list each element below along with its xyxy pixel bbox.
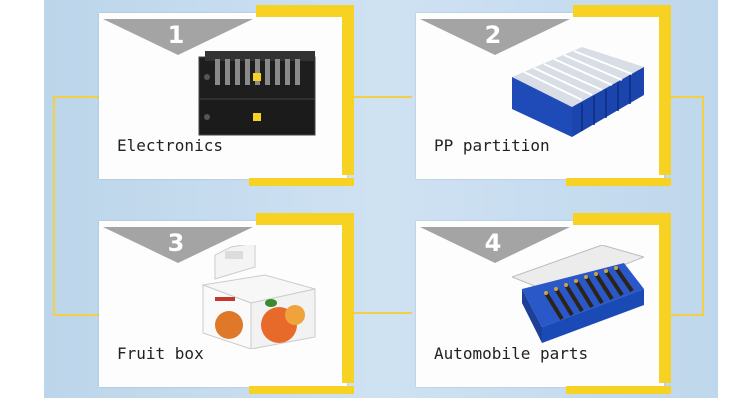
card-number: 2	[484, 21, 502, 49]
fruit-box-icon	[201, 245, 316, 349]
connector-line-right	[656, 96, 704, 316]
blue-partition-tray-icon	[512, 47, 644, 137]
number-tab-shape	[103, 227, 253, 263]
card-label: Electronics	[117, 136, 223, 155]
card-number: 3	[167, 229, 185, 257]
card-number: 1	[167, 21, 185, 49]
card-number: 4	[484, 229, 502, 257]
number-tab-shape	[420, 227, 570, 263]
black-battery-crate-icon	[198, 51, 316, 136]
number-tab-shape	[103, 19, 253, 55]
card-accent	[256, 5, 354, 175]
card-accent-bottom	[249, 178, 354, 186]
card-label: Automobile parts	[434, 344, 589, 363]
card-label: PP partition	[434, 136, 550, 155]
auto-parts-case-icon	[512, 245, 644, 343]
card-fruit-box: 3 Fruit box	[99, 213, 354, 394]
card-accent	[573, 213, 671, 383]
card-accent-bottom	[566, 178, 671, 186]
card-label: Fruit box	[117, 344, 204, 363]
connector-line-top	[344, 96, 412, 98]
card-accent-bottom	[566, 386, 671, 394]
card-pp-partition: 2 PP partition	[416, 5, 671, 186]
card-accent	[573, 5, 671, 175]
card-accent	[256, 213, 354, 383]
card-automobile-parts: 4 Automobile parts	[416, 213, 671, 394]
connector-line-bottom	[344, 312, 412, 314]
number-tab-shape	[420, 19, 570, 55]
connector-line-left	[53, 96, 101, 316]
card-electronics: 1 Electronics	[99, 5, 354, 186]
card-accent-bottom	[249, 386, 354, 394]
